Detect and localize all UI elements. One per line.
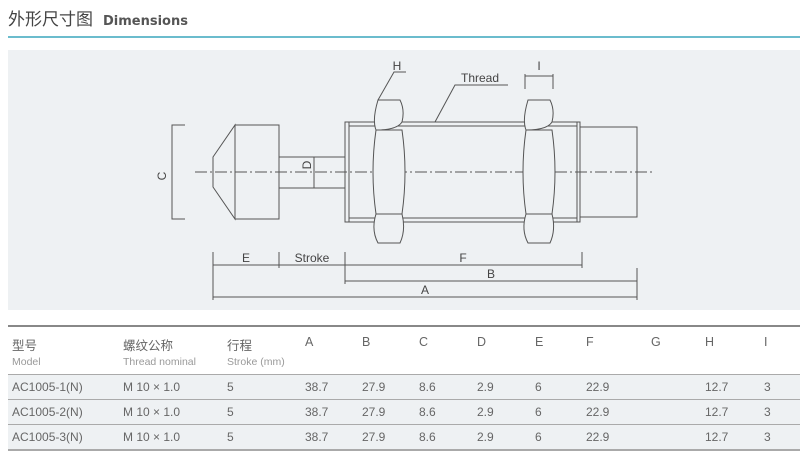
table-cell: 6: [531, 424, 582, 451]
table-cell: 22.9: [582, 399, 647, 425]
table-cell: 27.9: [358, 374, 415, 400]
dim-d: D: [300, 157, 315, 188]
header-cn: C: [419, 335, 429, 349]
table-cell: 3: [760, 399, 800, 425]
svg-text:D: D: [300, 160, 314, 169]
table-cell: 12.7: [701, 399, 760, 425]
table-cell: M 10 × 1.0: [119, 374, 223, 400]
header-cn: E: [535, 335, 544, 349]
column-header: 型号 Model: [8, 326, 119, 375]
rear-body: [579, 126, 638, 218]
table-cell: 12.7: [701, 424, 760, 451]
svg-text:A: A: [421, 283, 429, 297]
column-header: D: [473, 326, 531, 375]
table-cell: M 10 × 1.0: [119, 424, 223, 451]
header-cn: 螺纹公称: [123, 339, 174, 353]
table-cell: 6: [531, 399, 582, 425]
header-cn: 行程: [227, 339, 253, 353]
column-header: G: [647, 326, 701, 375]
table-cell: 2.9: [473, 374, 531, 400]
table-header: 型号 Model 螺纹公称 Thread nominal 行程 Stroke (mm) A B…: [8, 326, 800, 375]
column-header: B: [358, 326, 415, 375]
table-cell: AC1005-1(N): [8, 374, 119, 400]
svg-text:I: I: [537, 59, 540, 73]
table-cell: AC1005-3(N): [8, 424, 119, 451]
table-cell: 38.7: [301, 399, 358, 425]
table-cell: 3: [760, 424, 800, 451]
table-cell: 6: [531, 374, 582, 400]
table-cell: 27.9: [358, 424, 415, 451]
dim-b: B: [345, 267, 637, 282]
header-cn: D: [477, 335, 487, 349]
title-cn: 外形尺寸图: [8, 10, 93, 30]
header-cn: I: [764, 335, 768, 349]
leader-h: H: [377, 59, 406, 101]
header-en: Thread nominal: [123, 356, 196, 368]
header-cn: G: [651, 335, 661, 349]
section-title: 外形尺寸图 Dimensions: [8, 5, 188, 30]
header-en: Stroke (mm): [227, 356, 285, 368]
dimensions-table: 型号 Model 螺纹公称 Thread nominal 行程 Stroke (mm) A B…: [8, 325, 800, 451]
svg-text:B: B: [487, 267, 495, 281]
column-header: C: [415, 326, 473, 375]
table-cell: 8.6: [415, 399, 473, 425]
nut-rear: [522, 99, 556, 244]
nut-front: [372, 99, 406, 244]
svg-text:F: F: [459, 251, 466, 265]
column-header: 行程 Stroke (mm): [223, 326, 301, 375]
column-header: I: [760, 326, 800, 375]
table-cell: AC1005-2(N): [8, 399, 119, 425]
header-cn: A: [305, 335, 314, 349]
table-cell: 22.9: [582, 424, 647, 451]
svg-text:Thread: Thread: [461, 71, 499, 85]
table-cell: 27.9: [358, 399, 415, 425]
svg-text:Stroke: Stroke: [295, 251, 330, 265]
table-cell: 8.6: [415, 374, 473, 400]
dim-a: A: [213, 283, 637, 298]
svg-text:E: E: [242, 251, 250, 265]
table-cell: 2.9: [473, 399, 531, 425]
header-cn: H: [705, 335, 715, 349]
title-en: Dimensions: [103, 14, 188, 29]
dim-e: E: [213, 251, 279, 266]
column-header: H: [701, 326, 760, 375]
leader-thread: Thread: [434, 71, 508, 123]
table-cell: [647, 374, 701, 400]
title-divider: [8, 36, 800, 38]
header-en: Model: [12, 356, 41, 368]
header-cn: B: [362, 335, 371, 349]
dim-stroke: Stroke: [279, 251, 345, 266]
table-cell: [647, 399, 701, 425]
table-cell: 22.9: [582, 374, 647, 400]
table-cell: 5: [223, 399, 301, 425]
table-cell: 2.9: [473, 424, 531, 451]
dim-f: F: [345, 251, 582, 266]
table-cell: 5: [223, 374, 301, 400]
table-cell: M 10 × 1.0: [119, 399, 223, 425]
table-cell: 8.6: [415, 424, 473, 451]
svg-text:H: H: [393, 59, 402, 73]
column-header: E: [531, 326, 582, 375]
table-cell: 3: [760, 374, 800, 400]
table-cell: [647, 424, 701, 451]
column-header: A: [301, 326, 358, 375]
dim-i: I: [524, 59, 554, 89]
column-header: F: [582, 326, 647, 375]
table-cell: 38.7: [301, 424, 358, 451]
dim-c: C: [155, 124, 185, 220]
table-cell: 38.7: [301, 374, 358, 400]
table-cell: 12.7: [701, 374, 760, 400]
header-cn: F: [586, 335, 594, 349]
svg-text:C: C: [155, 171, 169, 180]
column-header: 螺纹公称 Thread nominal: [119, 326, 223, 375]
header-cn: 型号: [12, 339, 38, 353]
table-cell: 5: [223, 424, 301, 451]
